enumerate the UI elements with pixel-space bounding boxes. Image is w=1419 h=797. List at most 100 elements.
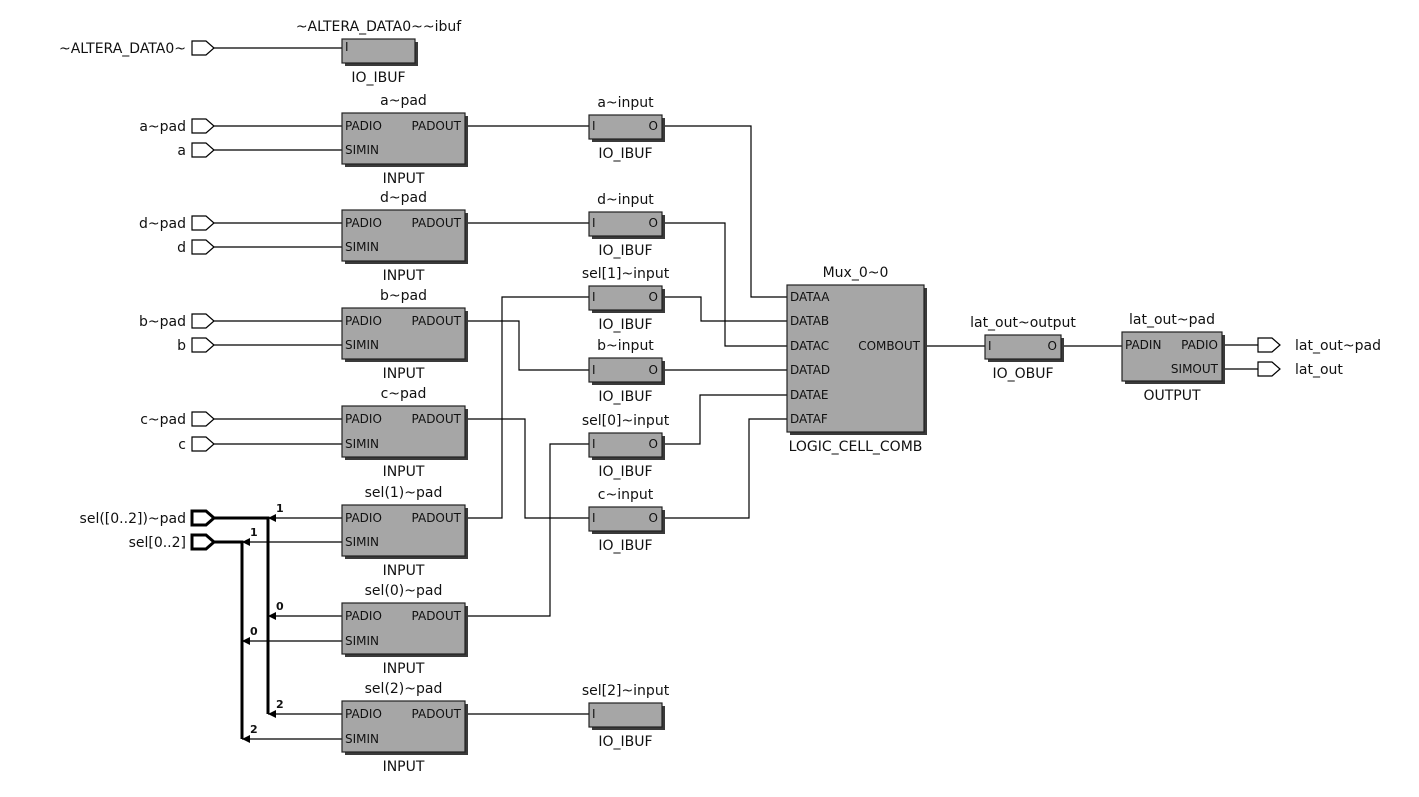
pin-shape[interactable] xyxy=(191,142,215,158)
pin-shape[interactable] xyxy=(1257,361,1281,377)
port-out-padout: PADOUT xyxy=(412,216,462,230)
cell-body[interactable] xyxy=(984,334,1062,360)
port-in-i: I xyxy=(592,437,596,451)
cell-mux-0-0[interactable]: Mux_0~0LOGIC_CELL_COMBDATAADATABDATACDAT… xyxy=(786,265,927,455)
bus-tap-arrow xyxy=(242,538,250,546)
pin-shape[interactable] xyxy=(190,533,217,551)
pin-shape[interactable] xyxy=(1257,337,1281,353)
wire-13 xyxy=(465,296,589,519)
cell-body[interactable] xyxy=(588,506,663,532)
input-pin-sel-0-2[interactable]: sel[0..2] xyxy=(129,533,217,551)
wire-20 xyxy=(662,394,787,445)
input-pin-d-pad[interactable]: d~pad xyxy=(139,215,215,232)
pin-label: lat_out~pad xyxy=(1295,338,1381,354)
cell-body[interactable] xyxy=(341,700,466,753)
cell-body[interactable] xyxy=(588,702,663,728)
pin-shape[interactable] xyxy=(190,509,217,527)
cell-body[interactable] xyxy=(588,114,663,140)
pin-label: d xyxy=(177,240,186,256)
bus-bit-label: 2 xyxy=(276,698,284,711)
input-pin-b-pad[interactable]: b~pad xyxy=(139,313,215,330)
pin-label: d~pad xyxy=(139,216,186,232)
cell-name: sel(1)~pad xyxy=(365,485,443,501)
port-in-padio: PADIO xyxy=(345,707,382,721)
output-pin-lat-out-pad[interactable]: lat_out~pad xyxy=(1257,337,1381,354)
pin-shape[interactable] xyxy=(191,215,215,231)
port-in-simin: SIMIN xyxy=(345,732,379,746)
input-pin-b[interactable]: b xyxy=(177,337,215,354)
pin-shape[interactable] xyxy=(191,118,215,134)
port-in-padio: PADIO xyxy=(345,314,382,328)
pin-shape[interactable] xyxy=(191,40,215,56)
input-pin-a[interactable]: a xyxy=(177,142,215,159)
output-pin-lat-out[interactable]: lat_out xyxy=(1257,361,1343,378)
port-out-padio: PADIO xyxy=(1181,338,1218,352)
port-in-datac: DATAC xyxy=(790,339,829,353)
cell-body[interactable] xyxy=(341,504,466,557)
cell-body[interactable] xyxy=(786,284,925,433)
cell-body[interactable] xyxy=(341,602,466,655)
port-in-padio: PADIO xyxy=(345,216,382,230)
bus-bit-label: 0 xyxy=(250,625,258,638)
cell-body[interactable] xyxy=(341,38,416,64)
port-in-i: I xyxy=(592,511,596,525)
port-in-datad: DATAD xyxy=(790,363,830,377)
cell-body[interactable] xyxy=(341,405,466,458)
port-in-padio: PADIO xyxy=(345,609,382,623)
bus-bit-label: 0 xyxy=(276,600,284,613)
wire-17 xyxy=(662,222,787,347)
pin-shape[interactable] xyxy=(191,239,215,255)
input-pin-a-pad[interactable]: a~pad xyxy=(139,118,215,135)
port-in-simin: SIMIN xyxy=(345,634,379,648)
cell-type: IO_IBUF xyxy=(598,464,652,480)
input-pin-c-pad[interactable]: c~pad xyxy=(140,411,215,428)
cell-type: INPUT xyxy=(383,464,425,480)
pin-label: a~pad xyxy=(139,119,186,135)
port-in-simin: SIMIN xyxy=(345,535,379,549)
pin-shape[interactable] xyxy=(191,436,215,452)
port-out-padout: PADOUT xyxy=(412,412,462,426)
cell-body[interactable] xyxy=(341,307,466,360)
port-out-padout: PADOUT xyxy=(412,119,462,133)
port-in-datab: DATAB xyxy=(790,314,829,328)
cell-name: lat_out~output xyxy=(970,315,1076,331)
cell-body[interactable] xyxy=(341,209,466,262)
input-pin-altera-data0[interactable]: ~ALTERA_DATA0~ xyxy=(59,40,215,57)
wire-11 xyxy=(465,320,589,371)
pin-shape[interactable] xyxy=(191,411,215,427)
input-pin-sel-0-2-pad[interactable]: sel([0..2])~pad xyxy=(80,509,217,527)
port-out-simout: SIMOUT xyxy=(1171,362,1219,376)
cell-body[interactable] xyxy=(588,285,663,311)
cell-body[interactable] xyxy=(588,357,663,383)
pin-shape[interactable] xyxy=(191,313,215,329)
cell-type: IO_IBUF xyxy=(598,538,652,554)
input-pin-c[interactable]: c xyxy=(178,436,215,453)
cell-body[interactable] xyxy=(1121,331,1223,382)
input-pin-d[interactable]: d xyxy=(177,239,215,256)
cell-body[interactable] xyxy=(588,432,663,458)
cell-name: sel(0)~pad xyxy=(365,583,443,599)
port-out-o: O xyxy=(649,216,658,230)
cell-type: IO_IBUF xyxy=(598,243,652,259)
cell-body[interactable] xyxy=(341,112,466,165)
pin-shape[interactable] xyxy=(191,337,215,353)
cell-body[interactable] xyxy=(588,211,663,237)
port-in-i: I xyxy=(592,216,596,230)
